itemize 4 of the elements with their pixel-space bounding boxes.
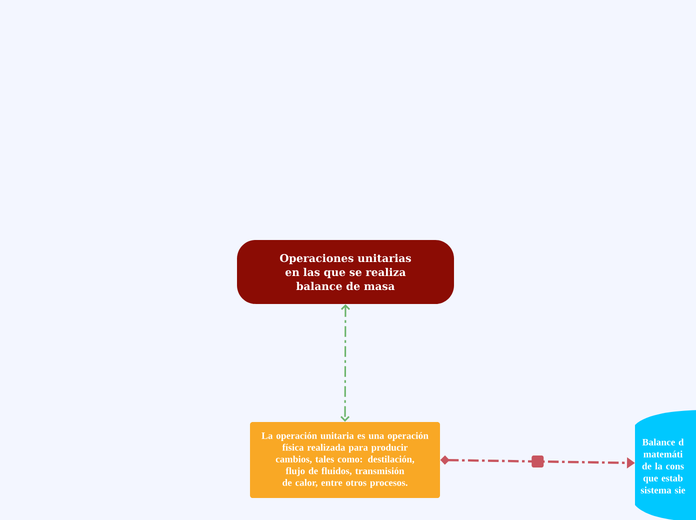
cylinder-node: Balance d matemáti de la cons que estab sistema sie xyxy=(635,410,696,520)
connector-arrow xyxy=(340,304,350,422)
topic-box: Operaciones unitarias en las que se realiza balance de masa xyxy=(237,240,454,304)
subtopic-box: La operación unitaria es una operación física realizada para producir cambios, tales como: destilación, flujo de fluidos, transmisión de calor, entre otros procesos. xyxy=(250,422,440,498)
